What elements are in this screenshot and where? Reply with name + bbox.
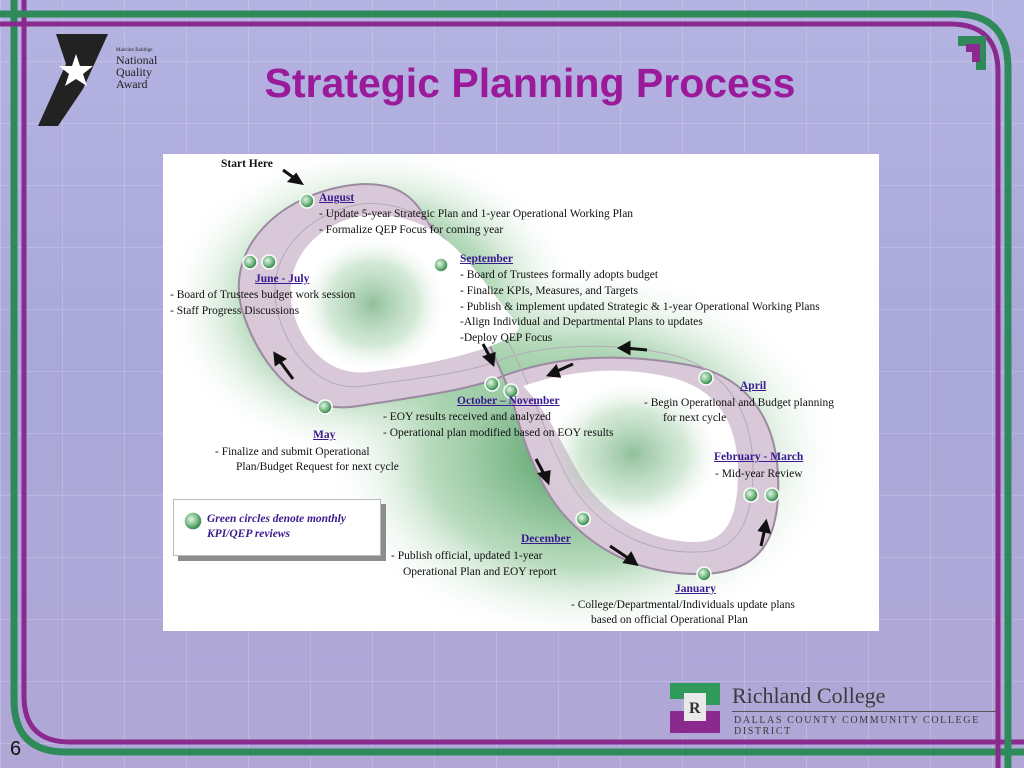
planning-cycle-diagram: Start Here August - Update 5-year Strate… [163,154,879,631]
slide-title: Strategic Planning Process [264,60,796,106]
stage-december-title: December [521,533,571,545]
stage-october-november-item: - EOY results received and analyzed [383,411,551,423]
start-here-label: Start Here [221,158,273,170]
stage-june-july-title: June - July [255,273,310,285]
stage-april-item: for next cycle [663,412,727,424]
stage-february-march-item: - Mid-year Review [715,468,803,480]
award-star-icon [38,34,108,126]
stage-december-item: - Publish official, updated 1-year [391,550,543,562]
stage-september-item: - Board of Trustees formally adopts budg… [460,269,659,281]
stage-august-item: - Update 5-year Strategic Plan and 1-yea… [319,208,634,220]
stage-may-item: - Finalize and submit Operational [215,446,370,458]
stage-april-title: April [740,380,767,392]
stage-september-title: September [460,253,514,265]
stage-september-item: - Finalize KPIs, Measures, and Targets [460,285,638,297]
college-name: Richland College [732,683,886,708]
award-line-1: National [116,53,158,67]
logo-divider [732,711,996,712]
flow-arrows [273,168,772,567]
award-line-3: Award [116,77,148,91]
stage-december-item: Operational Plan and EOY report [403,566,557,578]
stage-january-title: January [675,583,716,595]
stage-june-july-item: - Board of Trustees budget work session [170,289,356,301]
stage-september-item: -Deploy QEP Focus [460,332,553,344]
stage-september-item: - Publish & implement updated Strategic … [460,301,820,313]
stage-may-item: Plan/Budget Request for next cycle [236,461,399,473]
legend-line-2: KPI/QEP reviews [207,528,290,540]
figure-eight-loop [163,154,843,631]
legend-line-1: Green circles denote monthly [207,513,346,525]
richland-college-logo: R Richland College DALLAS COUNTY COMMUNI… [670,683,1000,737]
richland-r-logo-icon: R [670,683,720,733]
stage-october-november-title: October – November [457,395,560,407]
district-name: DALLAS COUNTY COMMUNITY COLLEGE DISTRICT [734,715,980,737]
kpi-review-circles [242,193,780,582]
stage-january-item: - College/Departmental/Individuals updat… [571,599,795,611]
stage-september-item: -Align Individual and Departmental Plans… [460,316,703,328]
stage-august-title: August [319,192,355,204]
stage-april-item: - Begin Operational and Budget planning [644,397,835,409]
stage-february-march-title: February - March [714,451,804,463]
stage-may-title: May [313,429,336,441]
award-small-line: Malcolm Baldrige [116,48,153,53]
stage-january-item: based on official Operational Plan [591,614,748,626]
award-line-2: Quality [116,65,152,79]
green-circle-icon [183,511,203,531]
baldrige-award-logo: Malcolm Baldrige National Quality Award [38,34,158,126]
svg-text:R: R [689,700,701,717]
page-number: 6 [10,738,22,760]
legend-box: Green circles denote monthly KPI/QEP rev… [173,499,381,556]
stage-october-november-item: - Operational plan modified based on EOY… [383,427,614,439]
stage-august-item: - Formalize QEP Focus for coming year [319,224,504,236]
stage-june-july-item: - Staff Progress Discussions [170,305,300,317]
